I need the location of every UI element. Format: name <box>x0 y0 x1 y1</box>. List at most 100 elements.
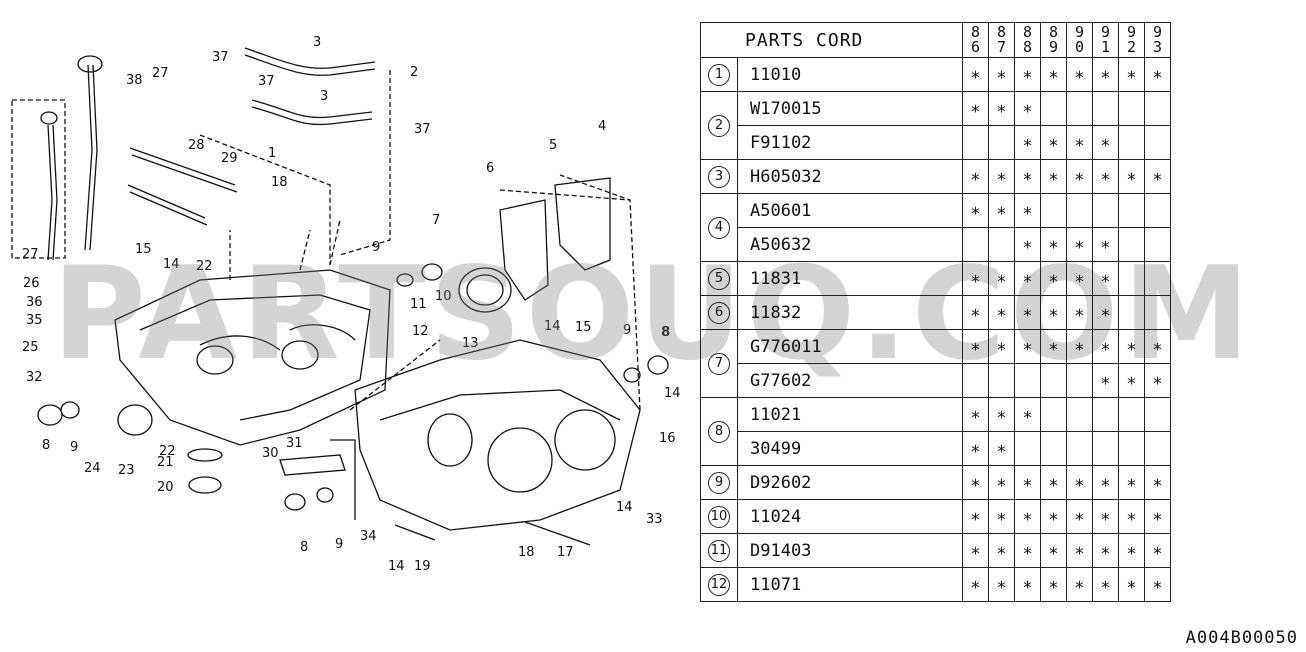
year-mark: ∗ <box>988 261 1015 296</box>
year-mark: ∗ <box>1014 261 1041 296</box>
year-mark: ∗ <box>1144 159 1171 194</box>
callout-number: 8 <box>661 325 669 340</box>
year-mark: ∗ <box>962 397 989 432</box>
year-mark: ∗ <box>988 91 1015 126</box>
year-mark <box>1014 363 1041 398</box>
year-mark: ∗ <box>1040 499 1067 534</box>
year-mark <box>962 227 989 262</box>
pipe-lower <box>251 99 373 119</box>
item-number: 11 <box>700 533 738 568</box>
year-mark: ∗ <box>962 159 989 194</box>
callout-number: 5 <box>549 138 557 153</box>
callout-number: 12 <box>412 324 429 339</box>
callout-number: 9 <box>70 440 78 455</box>
year-mark: ∗ <box>1092 261 1119 296</box>
year-mark: ∗ <box>1092 295 1119 330</box>
year-mark: ∗ <box>1066 125 1093 160</box>
year-mark: ∗ <box>1118 567 1145 602</box>
callout-number: 9 <box>372 240 380 255</box>
callout-number: 31 <box>286 436 303 451</box>
callout-number: 27 <box>22 247 39 262</box>
year-mark: ∗ <box>1014 295 1041 330</box>
year-mark: ∗ <box>1066 227 1093 262</box>
callout-number: 30 <box>262 446 279 461</box>
year-mark: ∗ <box>962 329 989 364</box>
callout-number: 8 <box>42 438 50 453</box>
callout-number: 28 <box>188 138 205 153</box>
year-mark <box>1144 261 1171 296</box>
oil-seal <box>458 267 512 313</box>
item-number: 6 <box>700 295 738 330</box>
year-mark <box>1066 193 1093 228</box>
year-mark: ∗ <box>1014 533 1041 568</box>
part-code: A50632 <box>737 227 963 262</box>
callout-number: 19 <box>414 559 431 574</box>
year-mark: ∗ <box>1092 465 1119 500</box>
year-mark: ∗ <box>1040 567 1067 602</box>
year-mark: ∗ <box>962 431 989 466</box>
year-mark: ∗ <box>1144 363 1171 398</box>
callout-number: 33 <box>646 512 663 527</box>
year-mark: ∗ <box>1092 159 1119 194</box>
bolt-short <box>127 184 208 226</box>
callout-number: 22 <box>196 259 213 274</box>
table-row: F91102∗∗∗∗ <box>701 125 1171 160</box>
callout-number: 29 <box>221 151 238 166</box>
callout-number: 26 <box>23 276 40 291</box>
part-code: 11021 <box>737 397 963 432</box>
year-mark: ∗ <box>1118 57 1145 92</box>
year-mark: ∗ <box>1014 91 1041 126</box>
year-mark: ∗ <box>1066 465 1093 500</box>
year-mark: ∗ <box>1066 567 1093 602</box>
year-mark: ∗ <box>1092 329 1119 364</box>
year-mark: ∗ <box>1040 125 1067 160</box>
item-number: 1 <box>700 57 738 92</box>
callout-number: 14 <box>616 500 633 515</box>
bolt-long <box>129 147 238 193</box>
year-mark: ∗ <box>1144 533 1171 568</box>
part-code: 11071 <box>737 567 963 602</box>
year-mark: ∗ <box>1014 329 1041 364</box>
year-mark: ∗ <box>962 193 989 228</box>
year-mark: ∗ <box>1066 159 1093 194</box>
year-mark: ∗ <box>962 91 989 126</box>
year-mark <box>1066 91 1093 126</box>
callout-number: 27 <box>152 66 169 81</box>
year-mark <box>1118 193 1145 228</box>
callout-number: 36 <box>26 295 43 310</box>
part-code: F91102 <box>737 125 963 160</box>
item-number: 8 <box>700 397 738 466</box>
year-mark: ∗ <box>1040 227 1067 262</box>
callout-number: 10 <box>435 289 452 304</box>
year-mark: ∗ <box>962 465 989 500</box>
year-mark: ∗ <box>988 329 1015 364</box>
year-mark: ∗ <box>962 567 989 602</box>
part-code: G77602 <box>737 363 963 398</box>
callout-number: 32 <box>26 370 43 385</box>
year-mark: ∗ <box>1040 57 1067 92</box>
year-mark <box>988 125 1015 160</box>
year-mark: ∗ <box>1014 567 1041 602</box>
year-mark: ∗ <box>1092 533 1119 568</box>
year-mark: ∗ <box>1014 57 1041 92</box>
year-mark <box>1040 91 1067 126</box>
year-mark: ∗ <box>988 159 1015 194</box>
year-mark <box>1144 397 1171 432</box>
callout-number: 35 <box>26 313 43 328</box>
year-mark: ∗ <box>988 57 1015 92</box>
year-mark <box>1040 431 1067 466</box>
callout-number: 18 <box>518 545 535 560</box>
part-code: 11832 <box>737 295 963 330</box>
year-mark <box>1118 125 1145 160</box>
year-mark: ∗ <box>1092 57 1119 92</box>
